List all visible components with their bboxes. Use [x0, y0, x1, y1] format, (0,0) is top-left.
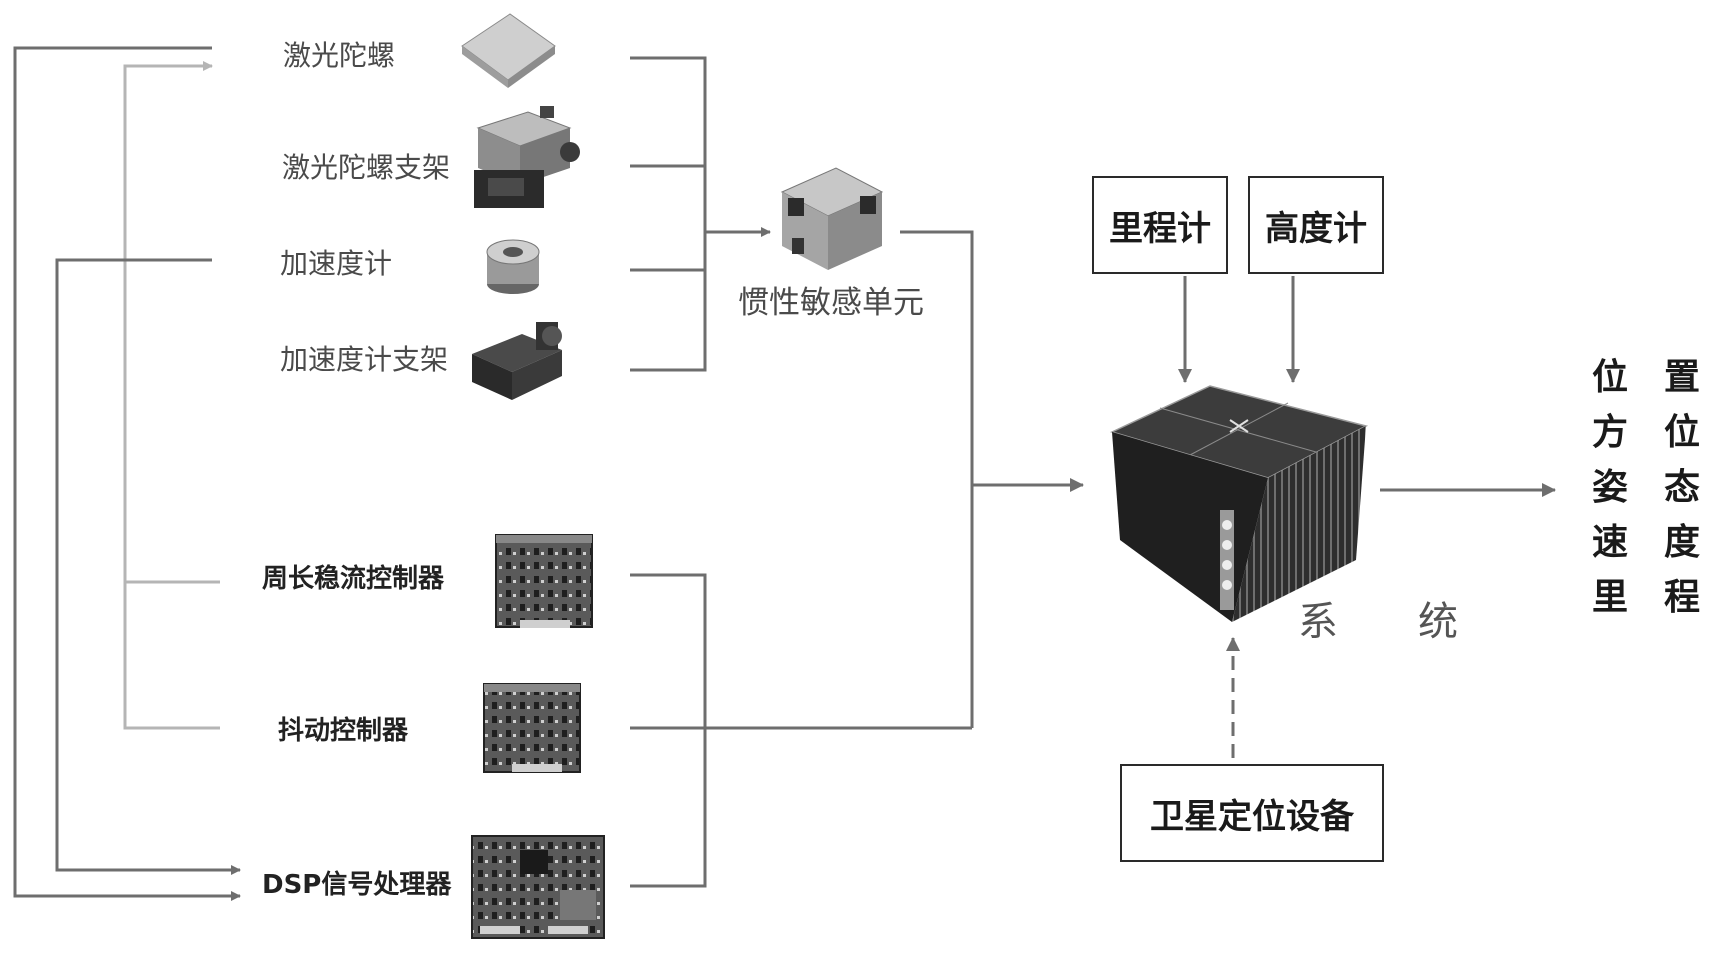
odometer-box: 里程计 — [1092, 176, 1228, 274]
label-system: 系 统 — [1298, 602, 1458, 642]
label-laser-gyro: 激光陀螺 — [283, 42, 395, 70]
odometer-label: 里程计 — [1109, 201, 1211, 250]
imu-bracket-lines — [630, 58, 770, 370]
satellite-box: 卫星定位设备 — [1120, 764, 1384, 862]
dsp-processor-image — [472, 836, 604, 938]
output-char: 方 — [1585, 405, 1635, 460]
perimeter-controller-image — [496, 535, 592, 628]
output-char: 置 — [1657, 350, 1707, 405]
feedback-line-controllers-gyro — [125, 66, 220, 728]
laser-gyro-image — [462, 14, 555, 88]
satellite-label: 卫星定位设备 — [1150, 789, 1354, 838]
output-char: 程 — [1657, 570, 1707, 625]
accelerometer-image — [487, 240, 539, 294]
controller-lines — [630, 232, 1083, 886]
feedback-line-accel-dsp — [57, 260, 240, 870]
altimeter-box: 高度计 — [1248, 176, 1384, 274]
output-column-left: 位 方 姿 速 里 — [1585, 350, 1635, 625]
output-char: 态 — [1657, 460, 1707, 515]
label-dither-controller: 抖动控制器 — [278, 718, 408, 744]
altimeter-label: 高度计 — [1265, 201, 1367, 250]
label-dsp-processor: DSP信号处理器 — [262, 872, 451, 898]
dither-controller-image — [484, 684, 580, 772]
output-char: 度 — [1657, 515, 1707, 570]
output-char: 位 — [1585, 350, 1635, 405]
output-column-right: 置 位 态 度 程 — [1657, 350, 1707, 625]
laser-gyro-bracket-image — [474, 106, 580, 208]
system-cube-image — [1112, 386, 1366, 622]
feedback-line-gyro-dsp — [15, 48, 240, 896]
output-char: 姿 — [1585, 460, 1635, 515]
output-char: 里 — [1585, 570, 1635, 625]
output-char: 速 — [1585, 515, 1635, 570]
feedback-lines — [15, 48, 240, 896]
label-imu: 惯性敏感单元 — [738, 288, 924, 319]
label-accelerometer: 加速度计 — [280, 250, 392, 278]
label-laser-gyro-bracket: 激光陀螺支架 — [282, 154, 450, 182]
accelerometer-bracket-image — [472, 322, 562, 400]
label-perimeter-controller: 周长稳流控制器 — [262, 566, 444, 592]
imu-image — [782, 168, 882, 270]
label-accelerometer-bracket: 加速度计支架 — [280, 346, 448, 374]
output-char: 位 — [1657, 405, 1707, 460]
